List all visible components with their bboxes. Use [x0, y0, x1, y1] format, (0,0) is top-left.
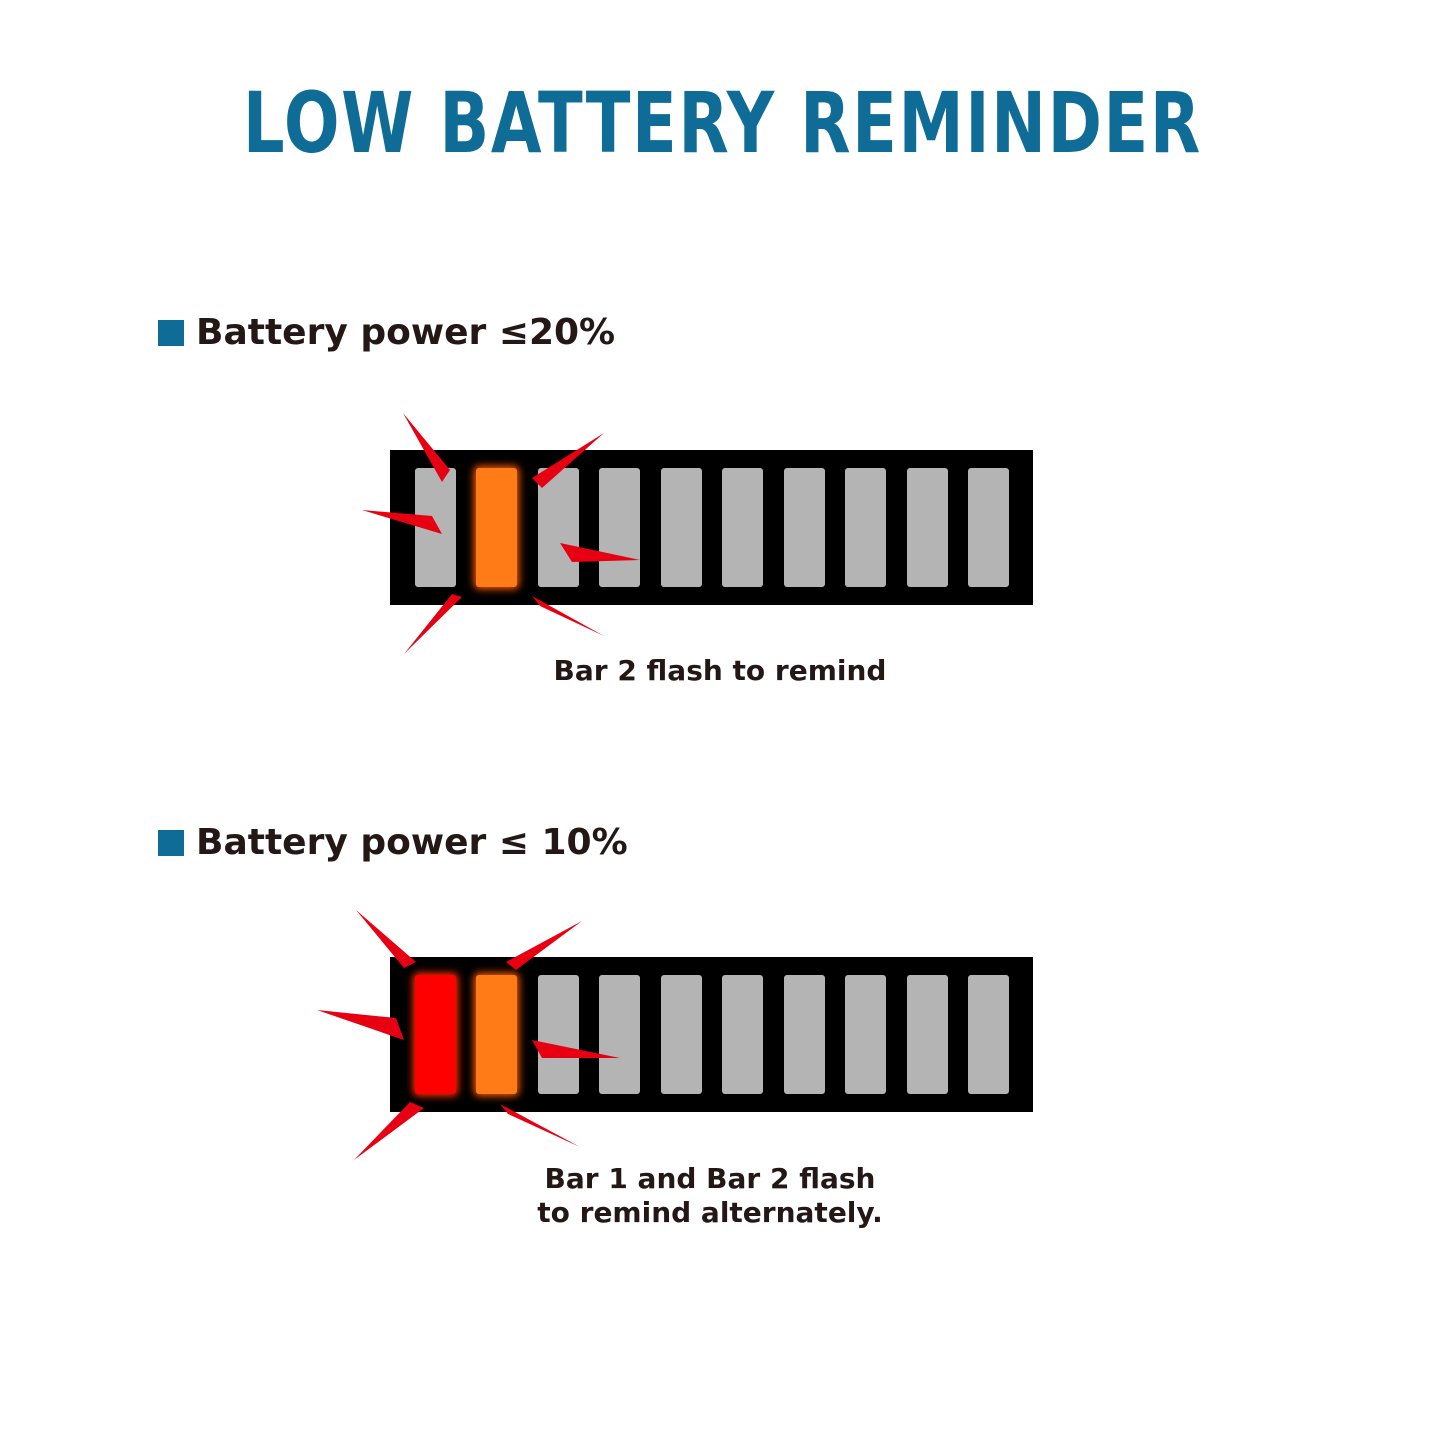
flash-ray-icon [506, 921, 582, 970]
caption-10: Bar 1 and Bar 2 flash to remind alternat… [480, 1162, 940, 1230]
flash-ray-icon [404, 594, 462, 654]
flash-ray-icon [532, 433, 604, 488]
caption-20: Bar 2 flash to remind [553, 654, 887, 687]
battery-bar-6 [722, 975, 763, 1094]
battery-bar-4 [599, 468, 640, 587]
battery-bar-9 [907, 468, 948, 587]
flash-ray-icon [354, 1102, 424, 1160]
caption-line-2: to remind alternately. [537, 1196, 883, 1229]
flash-ray-icon [317, 1010, 404, 1040]
battery-bar-5 [661, 468, 702, 587]
flash-ray-icon [500, 1104, 580, 1147]
battery-bar-8 [845, 975, 886, 1094]
section-heading-10: Battery power ≤ 10% [158, 822, 628, 863]
battery-bar-9 [907, 975, 948, 1094]
bullet-square-icon [158, 319, 184, 346]
flash-ray-icon [560, 543, 640, 562]
battery-bar-7 [784, 468, 825, 587]
battery-bar-1 [415, 975, 456, 1094]
battery-bar-10 [968, 468, 1009, 587]
flash-ray-icon [362, 510, 442, 534]
battery-bar-5 [661, 975, 702, 1094]
section-heading-20: Battery power ≤20% [158, 312, 615, 353]
battery-bar-6 [722, 468, 763, 587]
battery-bar-8 [845, 468, 886, 587]
battery-bar-3 [538, 468, 579, 587]
battery-bar-2 [476, 975, 517, 1094]
flash-ray-icon [532, 596, 604, 636]
page-title: LOW BATTERY REMINDER [242, 74, 1202, 172]
flash-ray-icon [403, 413, 450, 482]
battery-bar-10 [968, 975, 1009, 1094]
caption-line-1: Bar 1 and Bar 2 flash [544, 1162, 876, 1195]
battery-bar-2 [476, 468, 517, 587]
battery-indicator-10 [390, 957, 1033, 1112]
flash-ray-icon [356, 910, 416, 968]
heading-text: Battery power ≤ 10% [196, 822, 628, 863]
heading-text: Battery power ≤20% [196, 312, 616, 353]
bullet-square-icon [158, 829, 184, 856]
battery-bar-7 [784, 975, 825, 1094]
battery-bar-3 [538, 975, 579, 1094]
battery-bar-4 [599, 975, 640, 1094]
flash-ray-icon [532, 1040, 620, 1058]
